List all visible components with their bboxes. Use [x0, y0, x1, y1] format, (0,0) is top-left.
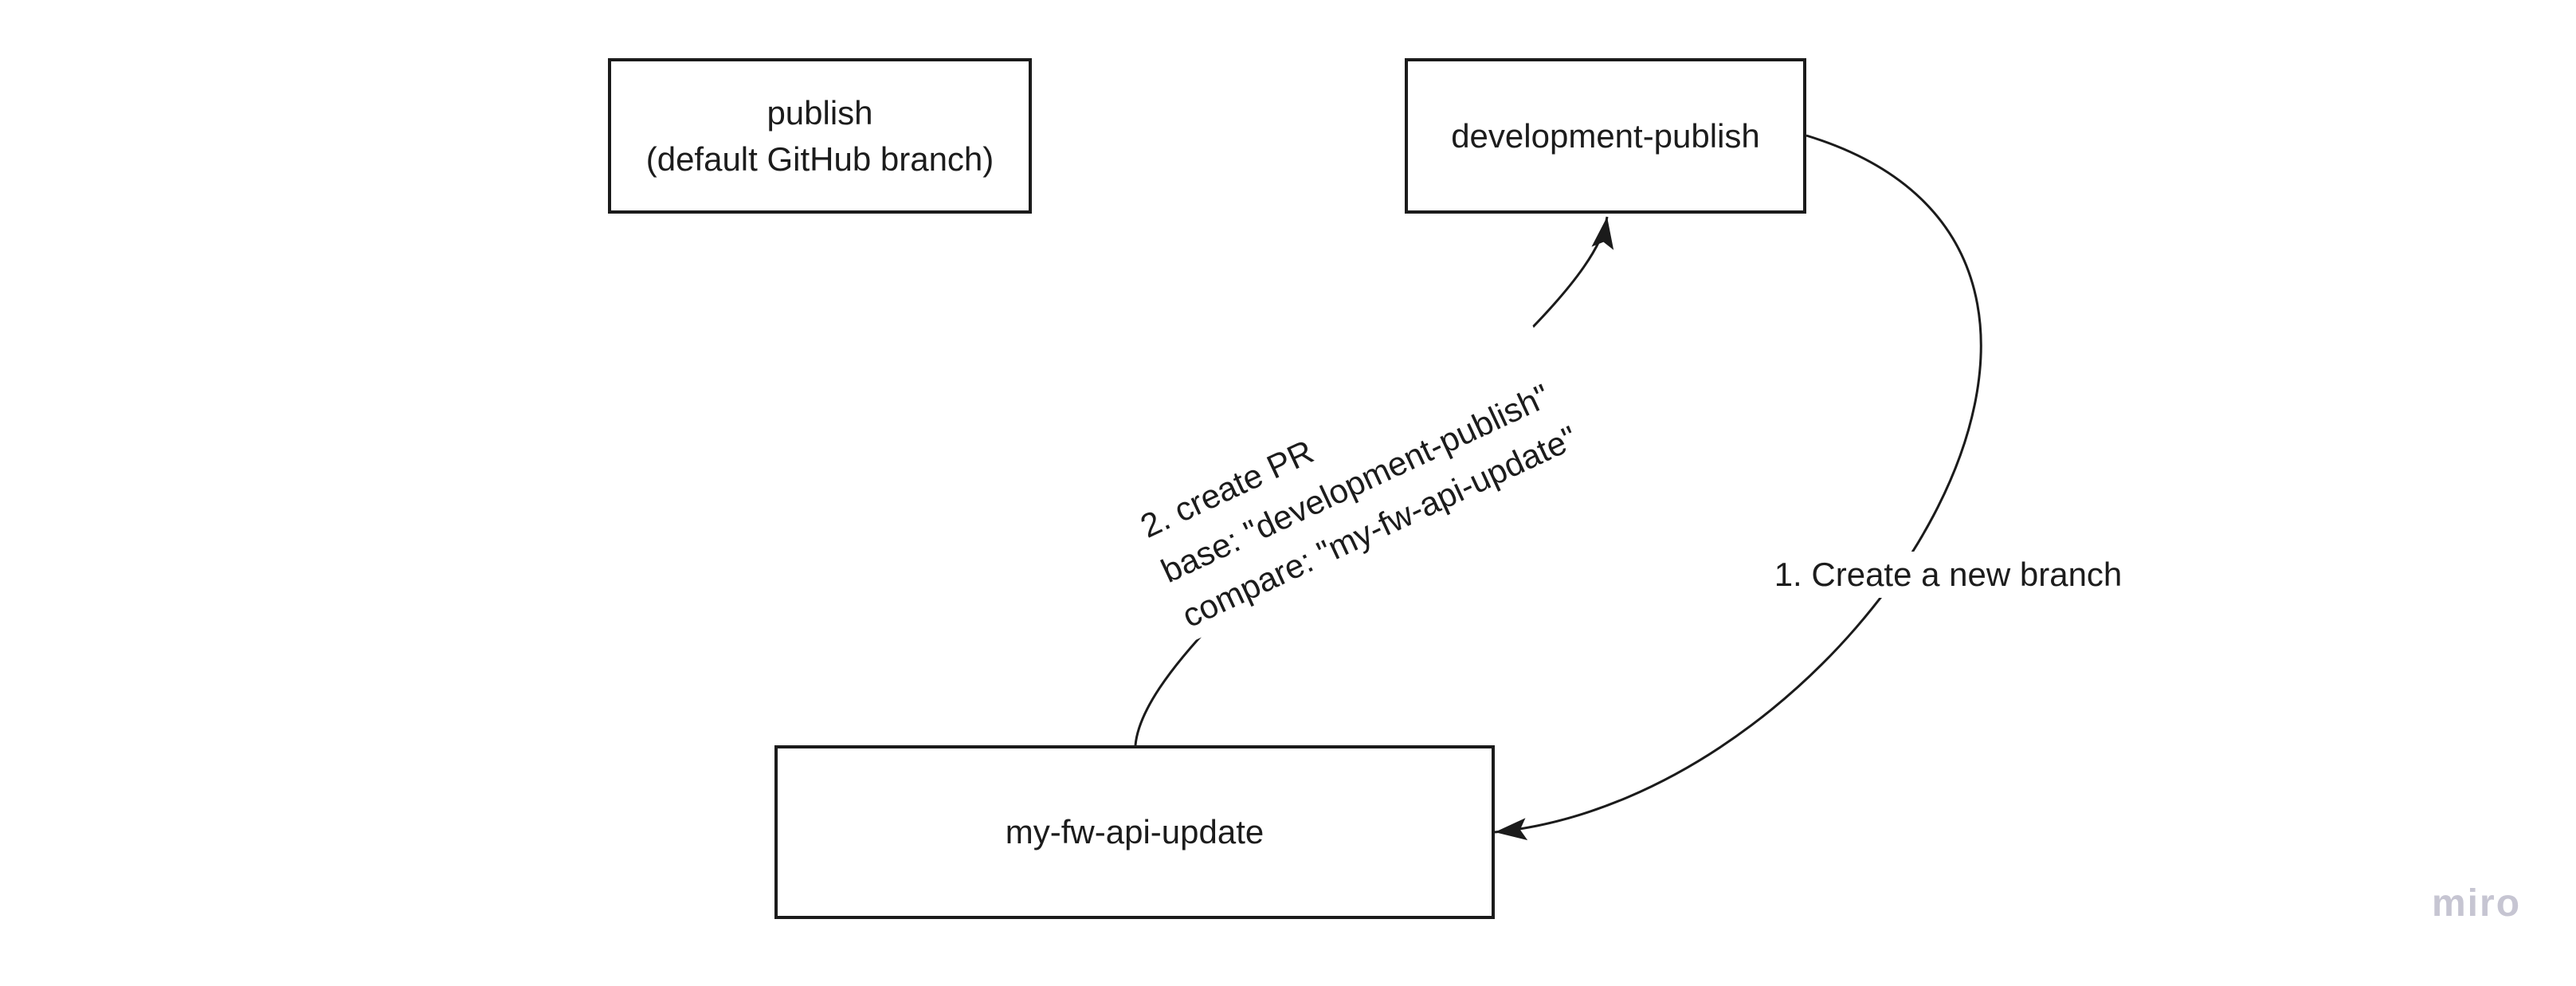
node-publish-label-line1: publish: [767, 93, 873, 132]
node-publish-label-line2: (default GitHub branch): [645, 139, 994, 178]
node-development-publish-label: development-publish: [1451, 116, 1760, 155]
node-my-fw-api-update[interactable]: my-fw-api-update: [774, 745, 1495, 919]
node-publish-default-branch[interactable]: publish (default GitHub branch): [608, 58, 1032, 214]
connector-create-branch-curve[interactable]: [1494, 134, 1982, 841]
node-my-fw-api-update-label: my-fw-api-update: [1005, 813, 1264, 850]
connector-label-create-branch[interactable]: 1. Create a new branch: [1761, 552, 2135, 598]
node-development-publish[interactable]: development-publish: [1405, 58, 1806, 214]
node-publish-label: publish (default GitHub branch): [646, 90, 994, 183]
miro-watermark: miro: [2432, 882, 2522, 925]
